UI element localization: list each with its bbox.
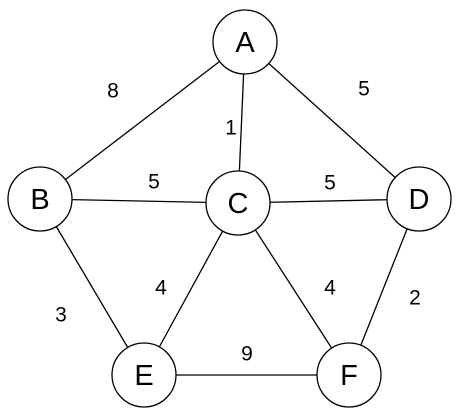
edge-c-f (237, 202, 350, 376)
node-circle-f (316, 342, 382, 408)
edge-weight-c-d: 5 (324, 172, 336, 195)
node-label-f: F (340, 360, 358, 392)
nodes-layer: A B C D E F (7, 9, 452, 408)
edge-b-e (39, 198, 145, 376)
edge-weight-c-e: 4 (155, 277, 167, 300)
edge-a-b (39, 41, 246, 200)
node-label-e: E (134, 360, 153, 392)
node-circle-b (7, 166, 73, 232)
node-d: D (386, 166, 452, 232)
node-circle-c (205, 170, 271, 236)
node-circle-d (386, 166, 452, 232)
edge-b-c (39, 198, 239, 204)
node-label-a: A (235, 27, 255, 59)
edge-c-e (143, 202, 239, 376)
node-b: B (7, 166, 73, 232)
edge-weights-layer: 8 1 5 5 5 3 4 4 2 9 (55, 78, 421, 366)
node-f: F (316, 342, 382, 408)
edge-a-d (244, 41, 420, 200)
node-circle-e (111, 342, 177, 408)
edges-layer (39, 41, 420, 376)
edge-weight-c-f: 4 (324, 277, 336, 300)
edge-weight-a-c: 1 (225, 117, 237, 140)
edge-weight-a-b: 8 (107, 80, 119, 103)
node-label-d: D (409, 184, 430, 216)
edge-weight-e-f: 9 (241, 343, 253, 366)
edge-weight-d-f: 2 (409, 287, 421, 310)
edge-weight-b-e: 3 (55, 304, 67, 327)
node-label-c: C (228, 188, 249, 220)
node-c: C (205, 170, 271, 236)
node-circle-a (212, 9, 278, 75)
node-e: E (111, 342, 177, 408)
node-a: A (212, 9, 278, 75)
edge-weight-b-c: 5 (148, 171, 160, 194)
edge-weight-a-d: 5 (358, 78, 370, 101)
node-label-b: B (30, 184, 49, 216)
